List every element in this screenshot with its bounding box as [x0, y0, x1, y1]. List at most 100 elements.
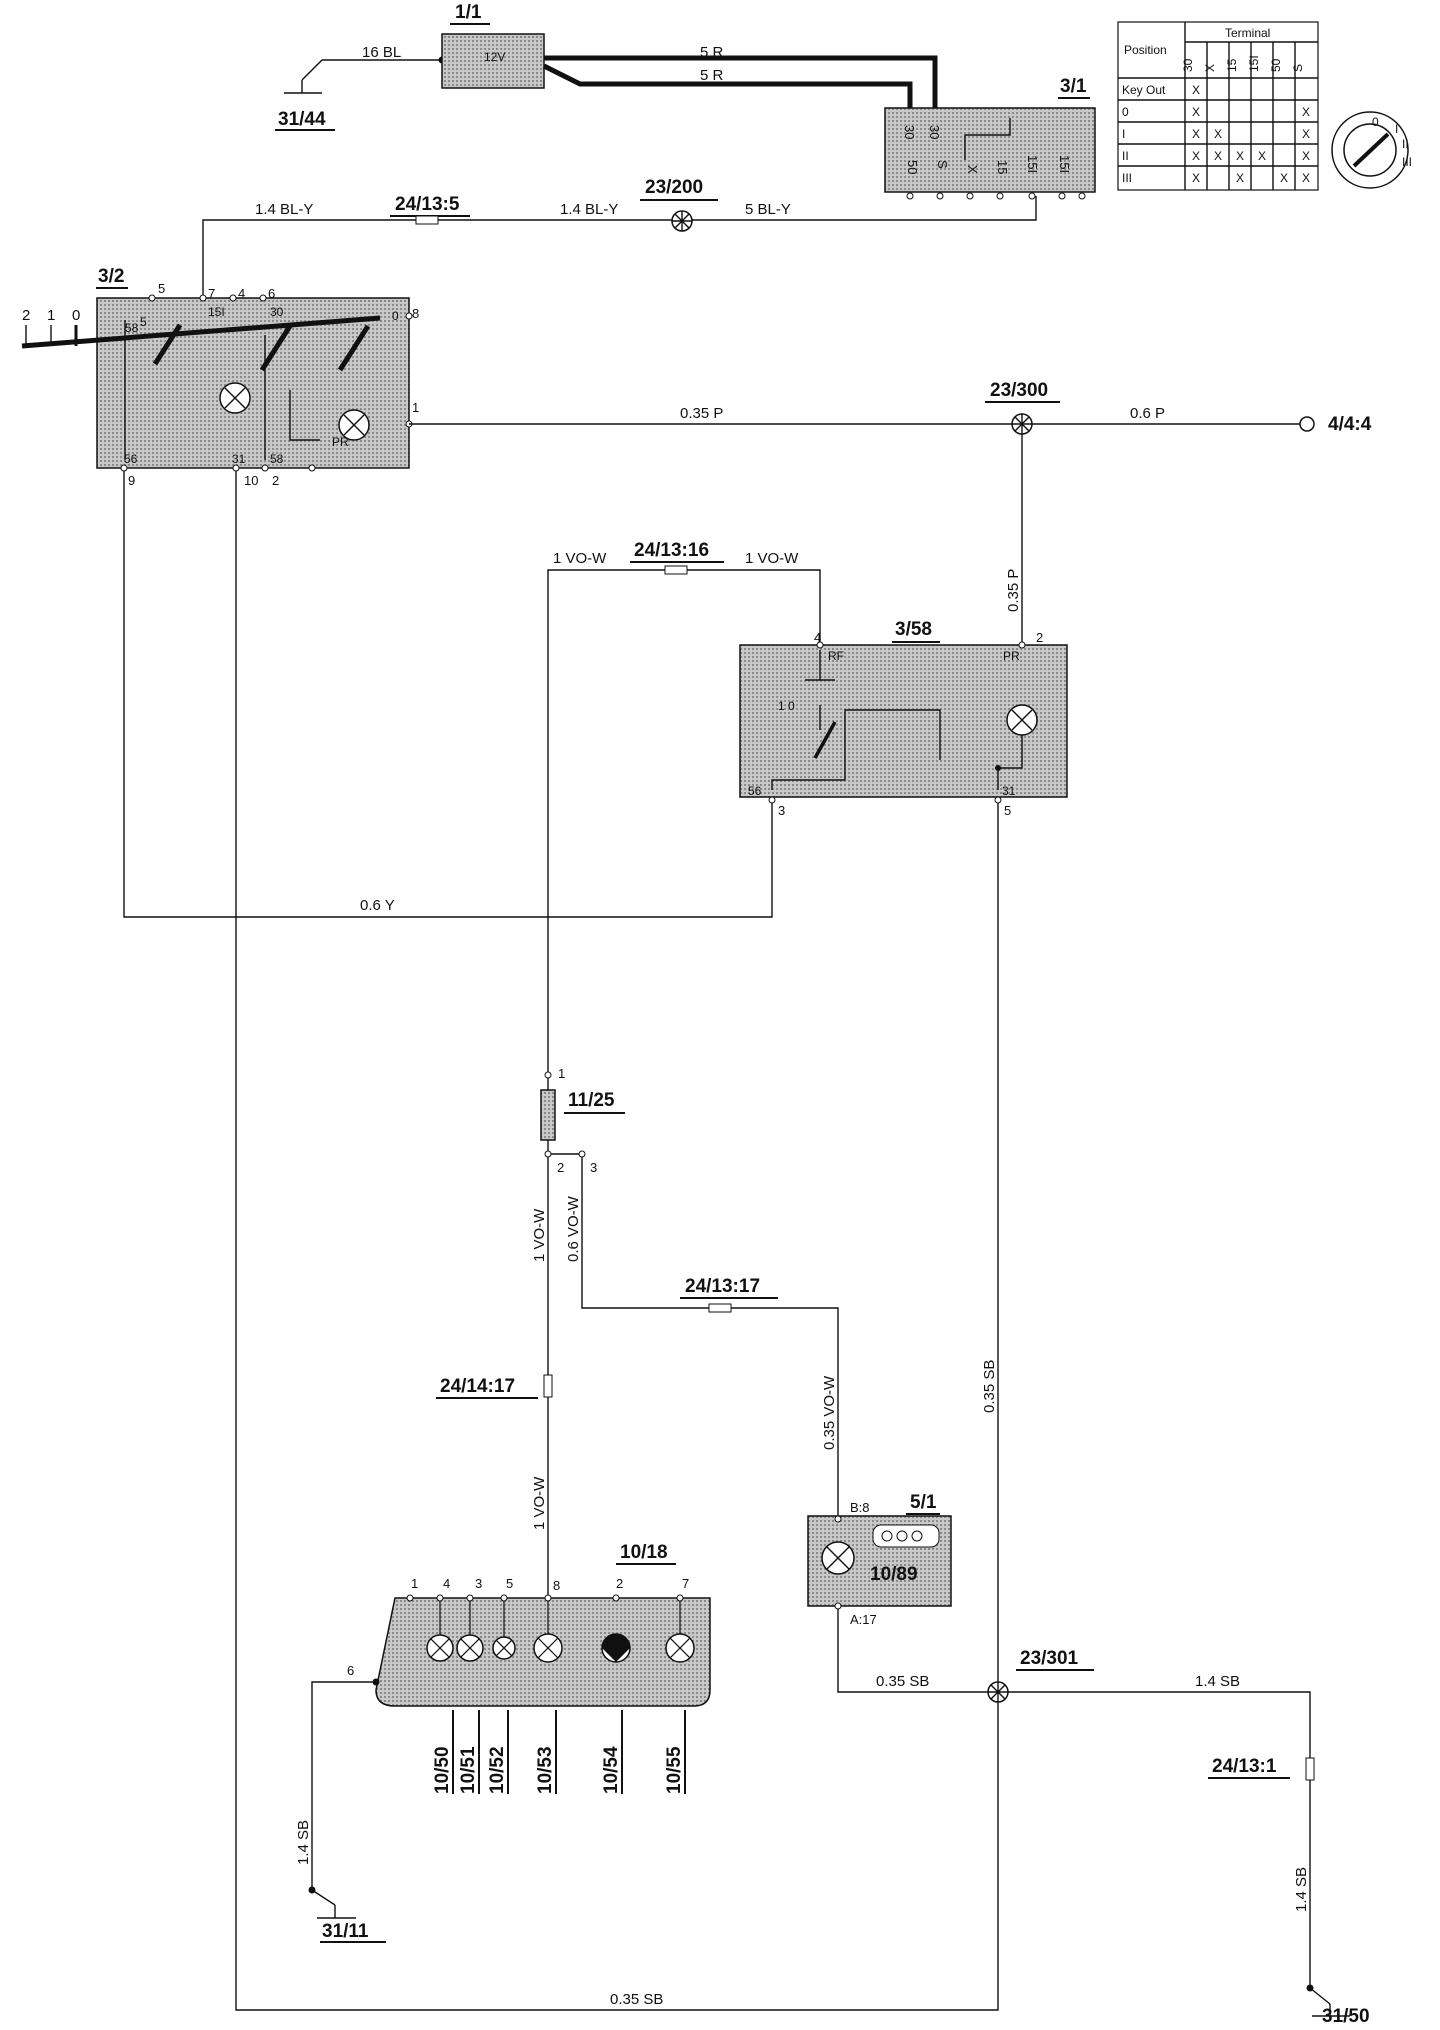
svg-text:15: 15: [995, 160, 1010, 174]
svg-text:2: 2: [1036, 630, 1043, 645]
connector-24-13-16: 24/13:16: [630, 540, 724, 575]
table-mark: X: [1302, 149, 1310, 163]
svg-text:23/301: 23/301: [1020, 1648, 1079, 1669]
svg-text:7: 7: [208, 286, 215, 301]
svg-text:I: I: [1395, 122, 1398, 136]
svg-text:2: 2: [272, 473, 279, 488]
table-mark: X: [1214, 127, 1222, 141]
lamp-cross: [460, 1638, 480, 1658]
svg-text:1: 1: [411, 1576, 418, 1591]
svg-text:5/1: 5/1: [910, 1492, 937, 1513]
svg-text:0: 0: [1122, 105, 1129, 119]
svg-text:10: 10: [244, 473, 258, 488]
wire-035sb-v: 0.35 SB: [981, 1360, 998, 1413]
svg-text:24/13:17: 24/13:17: [685, 1276, 760, 1297]
relay-label: 12V: [484, 50, 505, 64]
table-mark: X: [1258, 149, 1266, 163]
wire-14bly-b: 1.4 BL-Y: [560, 201, 618, 218]
svg-text:10/55: 10/55: [664, 1746, 685, 1794]
label-3-58: 3/58: [895, 619, 932, 640]
svg-text:Key Out: Key Out: [1122, 83, 1166, 97]
relay-1-1: 1/1 12V: [441, 2, 545, 89]
instrument-cluster-10-18: 10/18 1 4 3 5 8 2 7 6: [347, 1542, 711, 1707]
wire-035p-v: 0.35 P: [1005, 569, 1022, 612]
wire-1vow-c: 1 VO-W: [531, 1208, 548, 1262]
wire-14sb-r: 1.4 SB: [1293, 1867, 1310, 1912]
svg-text:B:8: B:8: [850, 1500, 870, 1515]
wire-5r-b: 5 R: [700, 67, 724, 84]
svg-text:15I: 15I: [1057, 155, 1072, 173]
svg-text:56: 56: [748, 784, 762, 798]
splice-23-301: 23/301: [987, 1648, 1094, 1703]
svg-text:24/13:1: 24/13:1: [1212, 1756, 1277, 1777]
svg-text:1: 1: [412, 400, 419, 415]
svg-text:II: II: [1402, 137, 1409, 151]
lamp-5-1: 5/1 B:8 10/89 A:17: [807, 1492, 952, 1627]
svg-text:15I: 15I: [1025, 155, 1040, 173]
svg-text:6: 6: [268, 286, 275, 301]
svg-text:15I: 15I: [1247, 55, 1261, 72]
svg-text:31: 31: [1002, 784, 1016, 798]
lamp-cross: [430, 1638, 450, 1658]
svg-text:2: 2: [616, 1576, 623, 1591]
svg-text:58: 58: [125, 321, 139, 335]
switch-3-58: 3/58 RF PR 1 0 56 31 4 2 3 5: [739, 619, 1068, 818]
svg-text:24/13:5: 24/13:5: [395, 194, 460, 215]
wire-5r-a: 5 R: [700, 44, 724, 61]
svg-text:5: 5: [140, 315, 147, 329]
svg-text:50: 50: [1269, 58, 1283, 72]
svg-text:15: 15: [1225, 58, 1239, 72]
svg-text:4: 4: [238, 286, 245, 301]
label-3-2: 3/2: [98, 266, 124, 287]
wire-14sb-h: 1.4 SB: [1195, 1673, 1240, 1690]
svg-text:10/52: 10/52: [487, 1746, 508, 1794]
connector-24-14-17: 24/14:17: [436, 1374, 553, 1399]
svg-text:23/200: 23/200: [645, 177, 703, 198]
svg-text:1 0: 1 0: [778, 699, 795, 713]
svg-text:15I: 15I: [208, 305, 225, 319]
svg-text:23/300: 23/300: [990, 380, 1048, 401]
svg-text:8: 8: [412, 306, 419, 321]
svg-text:Terminal: Terminal: [1225, 26, 1270, 40]
svg-text:56: 56: [124, 452, 138, 466]
table-mark: X: [1302, 105, 1310, 119]
svg-text:3: 3: [590, 1160, 597, 1175]
wire-035p-h: 0.35 P: [680, 405, 723, 422]
lamp-cross: [669, 1637, 691, 1659]
svg-text:A:17: A:17: [850, 1612, 877, 1627]
svg-text:9: 9: [128, 473, 135, 488]
svg-text:50: 50: [905, 160, 920, 174]
svg-text:PR: PR: [332, 435, 349, 449]
svg-text:5: 5: [1004, 803, 1011, 818]
table-mark: X: [1192, 83, 1200, 97]
table-mark: X: [1192, 105, 1200, 119]
svg-text:0: 0: [1372, 115, 1379, 129]
cluster-lamp-labels: 10/50 10/51 10/52 10/53 10/54 10/55: [432, 1710, 686, 1794]
table-mark: X: [1192, 171, 1200, 185]
svg-text:6: 6: [347, 1663, 354, 1678]
svg-text:31/50: 31/50: [1322, 2006, 1370, 2027]
svg-text:1: 1: [47, 307, 55, 324]
svg-text:10/50: 10/50: [432, 1746, 453, 1794]
svg-text:30: 30: [1181, 58, 1195, 72]
table-mark: X: [1214, 149, 1222, 163]
label-3-1: 3/1: [1060, 76, 1087, 97]
svg-text:III: III: [1402, 155, 1412, 169]
svg-text:Position: Position: [1124, 43, 1167, 57]
wire-14sb-l: 1.4 SB: [295, 1820, 312, 1865]
connector-24-13-17: 24/13:17: [680, 1276, 778, 1313]
table-mark: X: [1302, 127, 1310, 141]
table-mark: X: [1236, 171, 1244, 185]
svg-text:58: 58: [270, 452, 284, 466]
svg-text:2: 2: [557, 1160, 564, 1175]
svg-text:4: 4: [814, 630, 821, 645]
svg-text:0: 0: [392, 309, 399, 323]
label-1-1: 1/1: [455, 2, 482, 23]
light-switch-3-2: 3/2 2 1 0 58 56 31 58 PR 30 15I 0 5 5 7 …: [21, 266, 419, 488]
svg-text:10/53: 10/53: [535, 1746, 556, 1794]
ignition-switch-3-1: 3/1 30 30 50 S X 15 15I 15I: [884, 76, 1096, 200]
svg-text:10/89: 10/89: [870, 1564, 918, 1585]
wire-035sb-h: 0.35 SB: [876, 1673, 929, 1690]
